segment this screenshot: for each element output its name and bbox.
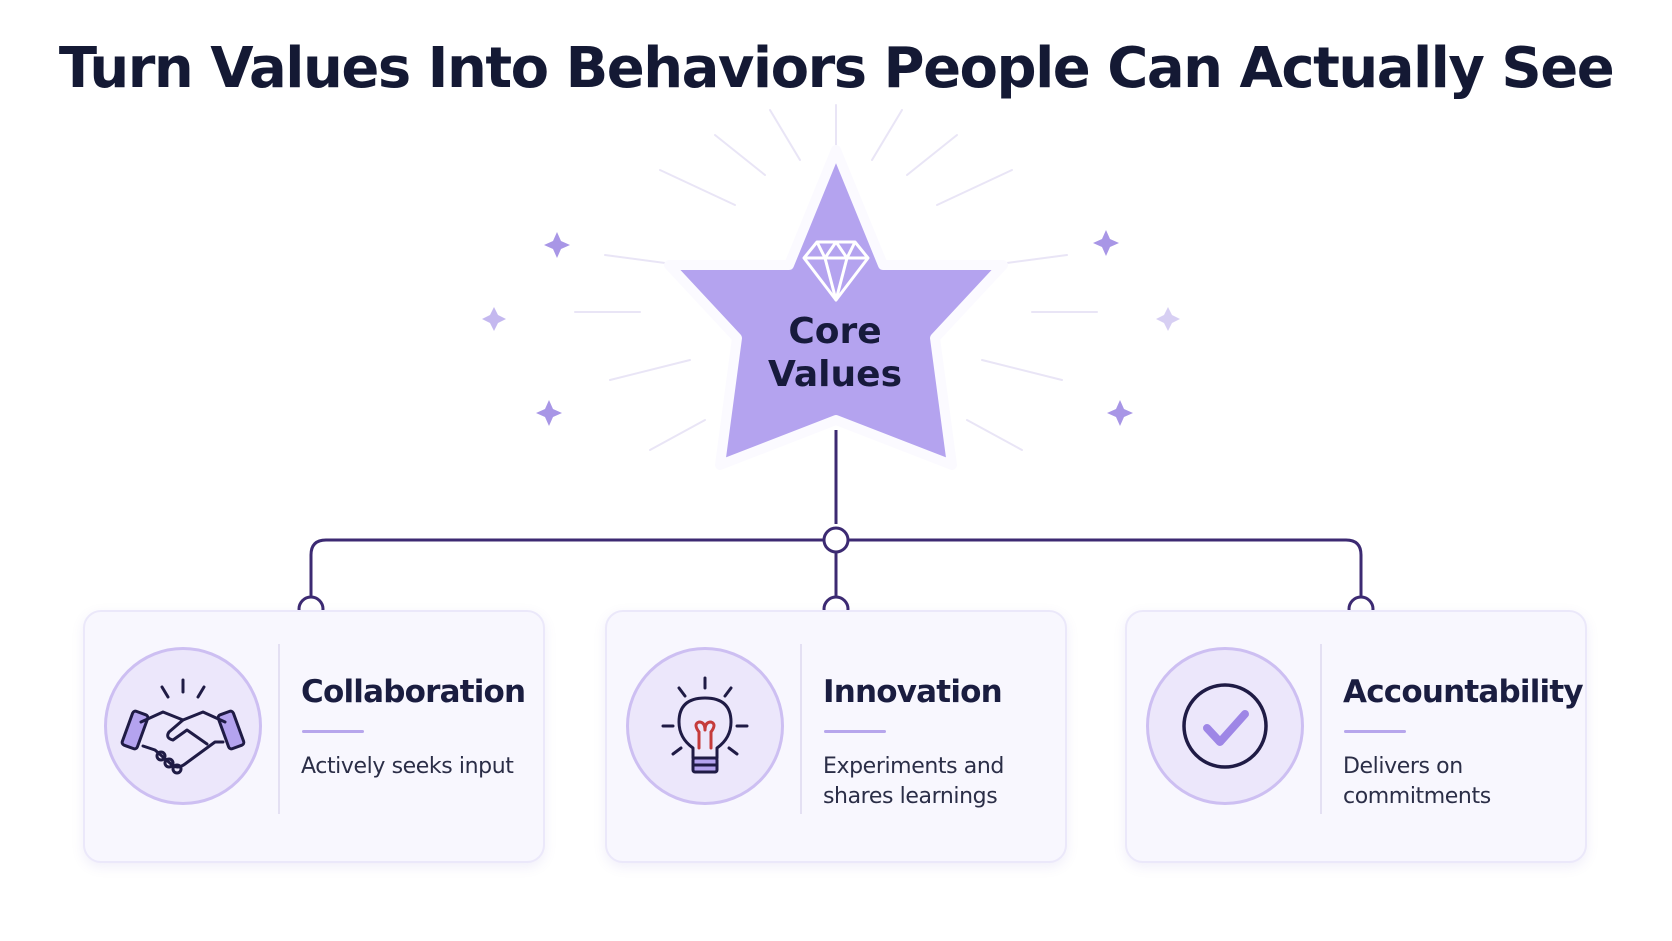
diamond-icon bbox=[802, 240, 870, 302]
behavior-card-innovation: Innovation Experiments and shares learni… bbox=[605, 610, 1067, 863]
sparkle-icon bbox=[544, 232, 570, 258]
sparkle-icon bbox=[536, 400, 562, 426]
behavior-title: Innovation bbox=[823, 674, 1003, 710]
behavior-description: Actively seeks input bbox=[301, 754, 514, 779]
card-divider bbox=[800, 644, 802, 814]
core-values-label-line2: Values bbox=[768, 354, 902, 395]
behavior-description: Experiments and shares learnings bbox=[823, 754, 1004, 809]
icon-circle bbox=[626, 647, 784, 805]
sparkle-icon bbox=[1093, 230, 1119, 256]
connector-lines bbox=[309, 430, 1363, 597]
lightbulb-icon bbox=[661, 676, 749, 774]
behavior-description: Delivers on commitments bbox=[1343, 754, 1491, 809]
check-circle-icon bbox=[1182, 683, 1268, 769]
page-title: Turn Values Into Behaviors People Can Ac… bbox=[58, 36, 1615, 101]
sparkle-icon bbox=[1156, 307, 1180, 331]
behavior-card-accountability: Accountability Delivers on commitments bbox=[1125, 610, 1587, 863]
sparkle-icon bbox=[1107, 400, 1133, 426]
behavior-title: Accountability bbox=[1343, 674, 1584, 710]
icon-circle bbox=[1146, 647, 1304, 805]
handshake-icon bbox=[120, 678, 246, 775]
card-divider bbox=[1320, 644, 1322, 814]
title-underline bbox=[302, 730, 364, 733]
title-underline bbox=[824, 730, 886, 733]
card-divider bbox=[278, 644, 280, 814]
hub-node bbox=[822, 526, 850, 554]
title-underline bbox=[1344, 730, 1406, 733]
core-values-star bbox=[664, 145, 1008, 470]
core-values-label-line1: Core bbox=[788, 311, 882, 352]
behavior-card-collaboration: Collaboration Actively seeks input bbox=[83, 610, 545, 863]
core-values-label: Core Values bbox=[735, 310, 935, 396]
sparkle-icon bbox=[482, 307, 506, 331]
behavior-title: Collaboration bbox=[301, 674, 526, 710]
icon-circle bbox=[104, 647, 262, 805]
